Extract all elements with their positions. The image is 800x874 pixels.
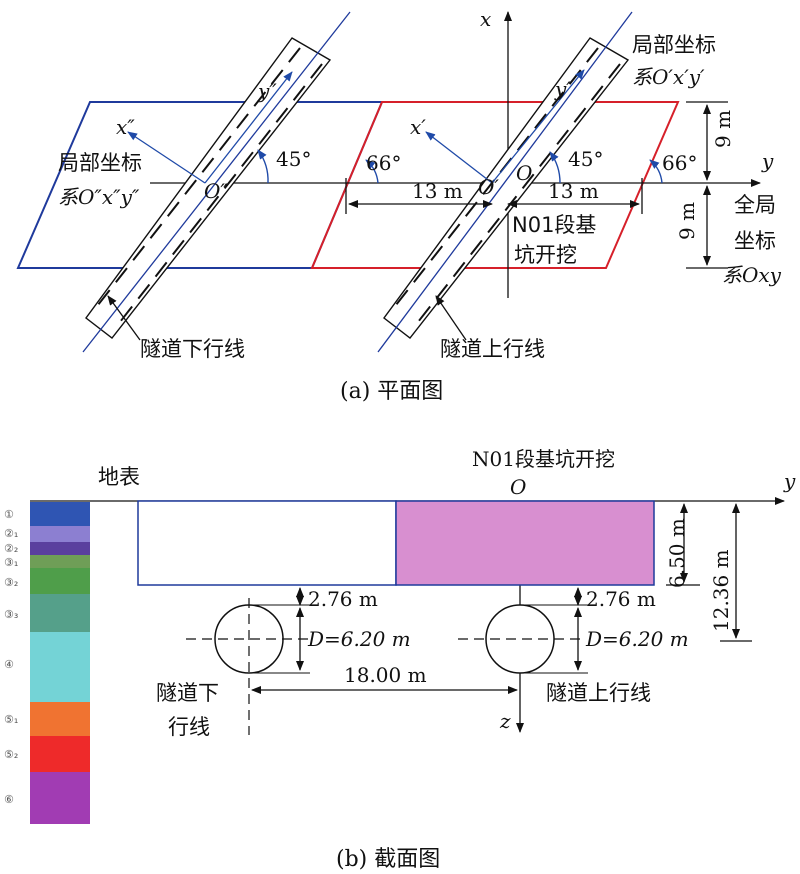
layer-label-3-2: ③₂ xyxy=(4,576,18,589)
global-label-line3: 系Oxy xyxy=(722,263,782,287)
tunnel-up-label: 隧道上行线 xyxy=(440,337,545,361)
layer-label-3-3: ③₃ xyxy=(4,608,18,621)
tunnel-down-label: 隧道下行线 xyxy=(140,337,245,361)
pit-title: N01段基坑开挖 xyxy=(472,447,615,471)
layer-5-2 xyxy=(30,736,90,772)
tunnel-down-plan xyxy=(82,11,351,353)
local1-label-line2: 系O′x′y′ xyxy=(632,65,705,89)
origin-O-dprime-label: O″ xyxy=(204,179,228,203)
local2-label-line1: 局部坐标 xyxy=(58,151,142,175)
layer-3-1 xyxy=(30,555,90,568)
section-tunnel-up-label: 隧道上行线 xyxy=(546,681,651,705)
x-dprime-label: x″ xyxy=(116,115,135,139)
layer-5-1 xyxy=(30,702,90,736)
angle-66-right-label: 66° xyxy=(662,151,697,175)
layer-label-5-1: ⑤₁ xyxy=(4,713,18,726)
layer-3-3 xyxy=(30,594,90,632)
angle-45-left-label: 45° xyxy=(276,147,311,171)
section-origin-label: O xyxy=(510,475,526,499)
angle-arc-45-right xyxy=(549,151,561,184)
angle-45-right-label: 45° xyxy=(568,147,603,171)
section-tunnel-down-line2: 行线 xyxy=(168,715,210,739)
global-label-line1: 全局 xyxy=(734,193,776,217)
dim-D-right-label: D=6.20 m xyxy=(585,627,689,651)
local2-label-line2: 系O″x″y″ xyxy=(58,185,140,209)
plan-y-axis-label: y xyxy=(761,149,774,173)
dim-650-label: 6.50 m xyxy=(665,518,689,588)
origin-O-label: O xyxy=(516,161,532,185)
dim-1800-label: 18.00 m xyxy=(344,663,427,687)
layer-4 xyxy=(30,632,90,702)
layer-label-2-1: ②₁ xyxy=(4,527,18,540)
caption-a: (a) 平面图 xyxy=(340,379,443,404)
caption-b: (b) 截面图 xyxy=(336,847,440,872)
plan-x-axis-label: x xyxy=(480,7,491,31)
y-prime-label: y′ xyxy=(554,77,571,101)
pit-left-empty xyxy=(137,500,397,586)
y-dprime-arrow xyxy=(204,71,293,184)
dim-9m-top-label: 9 m xyxy=(711,110,735,148)
origin-O-prime-label: O′ xyxy=(478,175,499,199)
angle-arc-45-left xyxy=(257,149,269,184)
layer-6 xyxy=(30,772,90,824)
pit-right-excavation xyxy=(395,500,655,586)
angle-arc-66-right xyxy=(649,159,663,184)
layer-label-2-2: ②₂ xyxy=(4,542,18,555)
dim-276-left-label: 2.76 m xyxy=(308,587,378,611)
layer-3-2 xyxy=(30,568,90,594)
layer-2-1 xyxy=(30,526,90,542)
tunnel-up-plan xyxy=(377,11,633,353)
local1-label-line1: 局部坐标 xyxy=(632,33,716,57)
angle-66-left-label: 66° xyxy=(366,151,401,175)
layer-label-1: ① xyxy=(4,508,14,521)
angle-arc-66-left xyxy=(365,159,379,184)
dim-9m-bottom-label: 9 m xyxy=(675,202,699,240)
dim-13m-left-label: 13 m xyxy=(412,179,463,203)
x-prime-arrow xyxy=(425,131,493,184)
section-z-axis-label: z xyxy=(499,709,511,733)
dim-276-right-label: 2.76 m xyxy=(586,587,656,611)
x-prime-label: x′ xyxy=(410,115,426,139)
section-tunnel-down-line1: 隧道下 xyxy=(156,681,219,705)
y-prime-arrow xyxy=(491,69,585,184)
surface-label: 地表 xyxy=(98,465,140,489)
dim-D-left-label: D=6.20 m xyxy=(307,627,411,651)
y-dprime-label: y″ xyxy=(257,79,277,103)
layer-label-3-1: ③₁ xyxy=(4,556,18,569)
layer-2-2 xyxy=(30,542,90,555)
x-dprime-arrow xyxy=(127,131,206,184)
pit-label-line2: 坑开挖 xyxy=(514,243,577,267)
dim-1236-label: 12.36 m xyxy=(709,549,733,632)
pit-label-line1: N01段基 xyxy=(512,213,596,237)
layer-label-5-2: ⑤₂ xyxy=(4,748,18,761)
global-label-line2: 坐标 xyxy=(734,229,776,253)
plan-view: x y 局部坐标 系O′x′y′ 局部坐标 系O″x″y″ 全局 坐标 系Oxy… xyxy=(16,7,782,404)
layer-1 xyxy=(30,502,90,526)
dim-13m-right-label: 13 m xyxy=(548,179,599,203)
layer-label-6: ⑥ xyxy=(4,793,14,806)
section-y-axis-label: y xyxy=(783,469,796,493)
section-view: ① ②₁ ②₂ ③₁ ③₂ ③₃ ④ ⑤₁ ⑤₂ ⑥ xyxy=(4,447,796,872)
layer-label-4: ④ xyxy=(4,658,14,671)
